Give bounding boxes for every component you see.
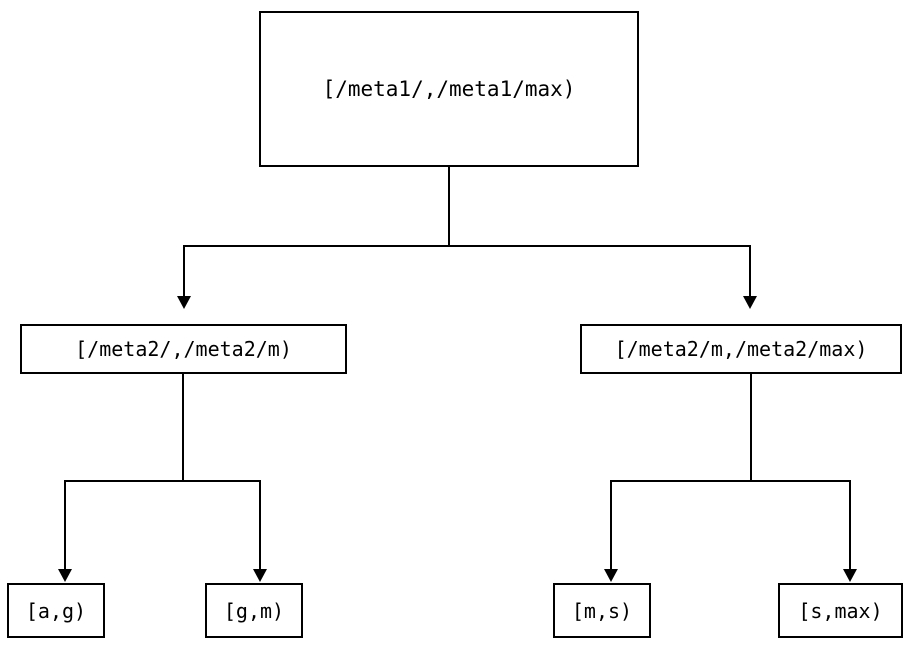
- arrowhead-leaf-gm: [253, 569, 267, 582]
- connector-mid-left-bar: [64, 480, 261, 482]
- connector-root-bar: [183, 245, 751, 247]
- tree-node-mid-left-label: [/meta2/,/meta2/m): [75, 337, 292, 361]
- tree-node-root[interactable]: [/meta1/,/meta1/max): [259, 11, 639, 167]
- arrowhead-leaf-smax: [843, 569, 857, 582]
- tree-node-leaf-smax-label: [s,max): [798, 598, 883, 623]
- tree-node-root-label: [/meta1/,/meta1/max): [322, 76, 576, 101]
- tree-node-mid-right[interactable]: [/meta2/m,/meta2/max): [580, 324, 902, 374]
- connector-root-stem: [448, 167, 450, 247]
- tree-node-leaf-gm-label: [g,m): [223, 598, 285, 623]
- tree-node-leaf-ag[interactable]: [a,g): [7, 583, 105, 638]
- arrowhead-leaf-ms: [604, 569, 618, 582]
- tree-node-leaf-ms[interactable]: [m,s): [553, 583, 651, 638]
- tree-node-leaf-ms-label: [m,s): [571, 598, 633, 623]
- tree-node-mid-left[interactable]: [/meta2/,/meta2/m): [20, 324, 347, 374]
- connector-root-to-mid-right: [749, 245, 751, 297]
- arrowhead-mid-right: [743, 296, 757, 309]
- connector-root-to-mid-left: [183, 245, 185, 297]
- arrowhead-mid-left: [177, 296, 191, 309]
- tree-node-leaf-smax[interactable]: [s,max): [778, 583, 903, 638]
- connector-mid-right-bar: [610, 480, 851, 482]
- connector-mid-right-stem: [750, 374, 752, 482]
- connector-mid-right-to-leaf-ms: [610, 480, 612, 570]
- connector-mid-right-to-leaf-smax: [849, 480, 851, 570]
- tree-node-leaf-gm[interactable]: [g,m): [205, 583, 303, 638]
- tree-node-mid-right-label: [/meta2/m,/meta2/max): [614, 337, 868, 361]
- connector-mid-left-to-leaf-gm: [259, 480, 261, 570]
- tree-node-leaf-ag-label: [a,g): [25, 598, 87, 623]
- arrowhead-leaf-ag: [58, 569, 72, 582]
- connector-mid-left-stem: [182, 374, 184, 482]
- connector-mid-left-to-leaf-ag: [64, 480, 66, 570]
